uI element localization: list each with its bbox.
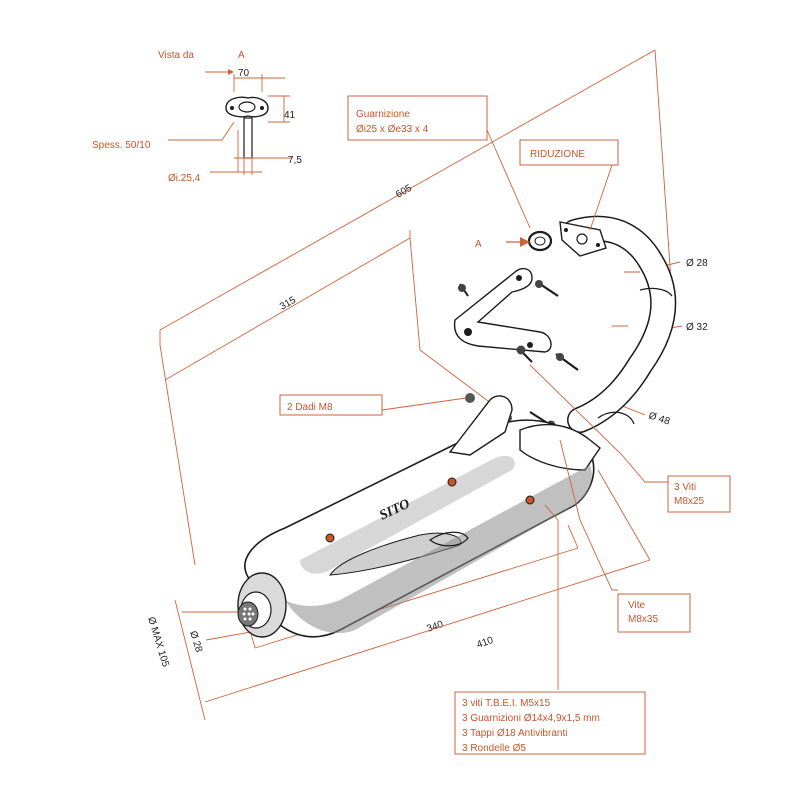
pipe-d32-dim: Ø 32 <box>686 322 708 333</box>
overall-length-dim: 605 <box>394 183 414 201</box>
callout-screw-m8x35: Vite M8x35 <box>617 593 691 633</box>
mount-length-dim: 315 <box>278 295 298 313</box>
flange-view-detail: Vista da A 70 41 Spess. 50/10 7,5 Øi.25,… <box>92 50 302 184</box>
arrow-a-label: A <box>475 239 482 250</box>
callout-reduction: RIDUZIONE <box>519 139 619 166</box>
kit-callout-line3: 3 Tappi Ø18 Antivibranti <box>462 728 567 739</box>
view-title: Vista da <box>158 50 194 61</box>
silencer-panel-shape <box>329 532 462 576</box>
kit-callout-line1: 3 viti T.B.E.I. M5x15 <box>462 698 551 709</box>
kit-callout-line4: 3 Rondelle Ø5 <box>462 743 526 754</box>
tail-diameter-dim: Ø 28 <box>187 630 204 654</box>
pipe-d28-dim: Ø 28 <box>686 258 708 269</box>
nuts-callout: 2 Dadi M8 <box>287 402 333 413</box>
max-diameter-dim: Ø MAX 105 <box>145 616 171 669</box>
bore-label: Øi.25,4 <box>168 173 201 184</box>
callout-screws-m8x25: 3 Viti M8x25 <box>667 475 731 513</box>
reduction-callout: RIDUZIONE <box>530 149 585 160</box>
gasket-callout-line2: Øi25 x Øe33 x 4 <box>356 124 429 135</box>
view-letter: A <box>238 50 245 61</box>
flange-height-dim: 41 <box>284 110 296 121</box>
kit-callout-line2: 3 Guarnizioni Ø14x4,9x1,5 mm <box>462 713 600 724</box>
screw-callout-line2: M8x35 <box>628 614 658 625</box>
screws-callout-line1: 3 Viti <box>674 482 696 493</box>
screws-callout-line2: M8x25 <box>674 496 704 507</box>
thickness-label: Spess. 50/10 <box>92 140 151 151</box>
body-length-dim: 340 <box>425 619 445 635</box>
screw-callout-line1: Vite <box>628 600 645 611</box>
flange-edge-shape <box>243 117 253 159</box>
exhaust-assembly: A <box>237 215 677 638</box>
pipe-d48-dim: Ø 48 <box>647 410 671 427</box>
flange-slot-dim: 7,5 <box>288 155 302 166</box>
callout-kit-contents: 3 viti T.B.E.I. M5x15 3 Guarnizioni Ø14x… <box>454 691 646 755</box>
mounting-bracket-shape <box>453 267 552 353</box>
callout-gasket: Guarnizione Øi25 x Øe33 x 4 <box>347 95 488 141</box>
flange-width-dim: 70 <box>238 68 250 79</box>
gasket-callout-line1: Guarnizione <box>356 109 410 120</box>
callout-leaders <box>381 129 672 690</box>
total-length-dim: 410 <box>475 635 495 651</box>
callout-nuts: 2 Dadi M8 <box>279 394 383 416</box>
